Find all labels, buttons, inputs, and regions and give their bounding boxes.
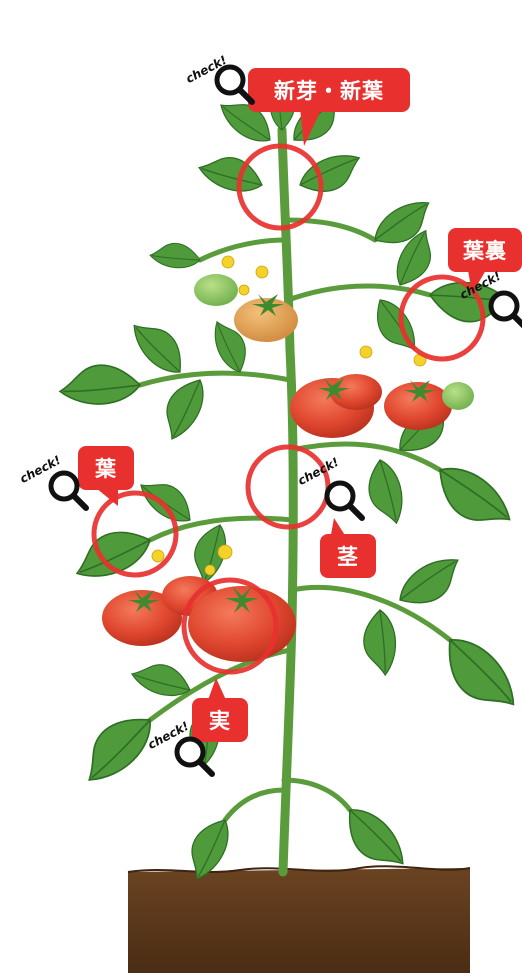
label-fruit: 実 (192, 698, 248, 742)
soil (128, 868, 470, 973)
fruits (102, 274, 474, 662)
label-leaf: 葉 (78, 446, 134, 490)
highlight-leaf-back (398, 274, 486, 362)
highlight-circles (91, 143, 486, 675)
label-stem: 茎 (320, 534, 376, 578)
magnifier-icon (48, 470, 89, 511)
highlight-fruit (181, 577, 279, 675)
label-new-bud: 新芽・新葉 (248, 68, 410, 112)
main-stem (277, 125, 298, 877)
highlight-leaf (91, 490, 179, 578)
magnifier-icon (214, 64, 255, 105)
magnifier-icon (488, 290, 522, 329)
label-leaf-back: 葉裏 (448, 228, 522, 272)
highlight-new-bud (236, 143, 324, 231)
flowers (151, 255, 427, 576)
magnifier-icon (174, 736, 215, 777)
magnifier-icon (324, 480, 365, 521)
